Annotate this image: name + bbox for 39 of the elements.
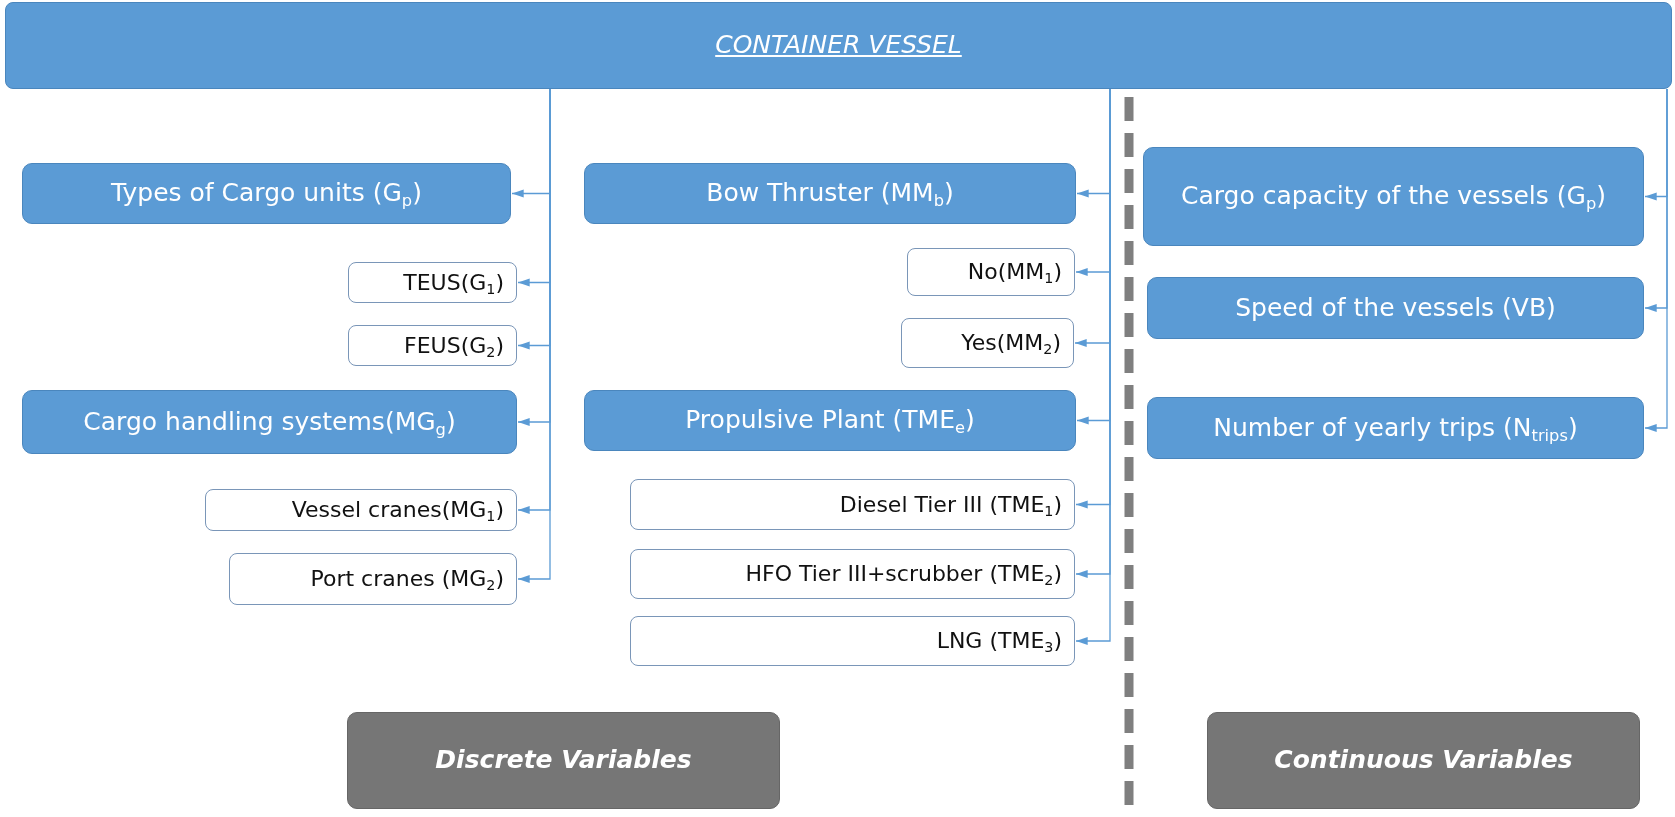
option-box bbox=[630, 549, 1075, 599]
category-box bbox=[1147, 277, 1644, 339]
node-text: HFO Tier III+scrubber (TME$_{2}$) bbox=[745, 561, 1062, 587]
category-box bbox=[1143, 147, 1644, 246]
node-text: LNG (TME$_{3}$) bbox=[936, 628, 1062, 654]
category-box bbox=[584, 390, 1076, 451]
option-box bbox=[630, 479, 1075, 530]
category-box bbox=[22, 390, 517, 454]
node-text: CONTAINER VESSEL bbox=[715, 31, 962, 60]
option-box bbox=[205, 489, 517, 531]
header-bar bbox=[5, 2, 1672, 89]
node-text: No(MM$_{1}$) bbox=[967, 259, 1062, 285]
group-label-box bbox=[1207, 712, 1640, 809]
node-text: Number of yearly trips (N$_{trips}$) bbox=[1213, 413, 1578, 443]
node-text: Speed of the vessels (VB) bbox=[1235, 293, 1556, 323]
node-text: Discrete Variables bbox=[435, 746, 692, 775]
option-box bbox=[630, 616, 1075, 666]
node-text: Diesel Tier III (TME$_{1}$) bbox=[839, 491, 1062, 518]
node-text: Cargo capacity of the vessels (G$_{p}$) bbox=[1181, 182, 1606, 211]
option-box bbox=[901, 318, 1074, 368]
category-box bbox=[584, 163, 1076, 224]
node-text: Types of Cargo units (G$_{p}$) bbox=[111, 179, 422, 208]
node-text: Continuous Variables bbox=[1274, 746, 1573, 775]
node-text: FEUS(G$_{2}$) bbox=[404, 332, 504, 359]
node-text: Cargo handling systems(MG$_{g}$) bbox=[83, 407, 456, 437]
node-text: Bow Thruster (MM$_{b}$) bbox=[706, 179, 954, 208]
option-box bbox=[229, 553, 517, 605]
option-box bbox=[348, 262, 517, 303]
option-box bbox=[907, 248, 1075, 296]
category-box bbox=[1147, 397, 1644, 459]
option-box bbox=[348, 325, 517, 366]
category-box bbox=[22, 163, 511, 224]
group-label-box bbox=[347, 712, 780, 809]
node-text: Vessel cranes(MG$_{1}$) bbox=[291, 497, 504, 523]
node-text: TEUS(G$_{1}$) bbox=[403, 269, 504, 296]
connector-arrow bbox=[1644, 88, 1668, 433]
node-text: Yes(MM$_{2}$) bbox=[961, 330, 1061, 356]
node-text: Propulsive Plant (TME$_{e}$) bbox=[685, 406, 975, 435]
node-text: Port cranes (MG$_{2}$) bbox=[310, 566, 504, 592]
